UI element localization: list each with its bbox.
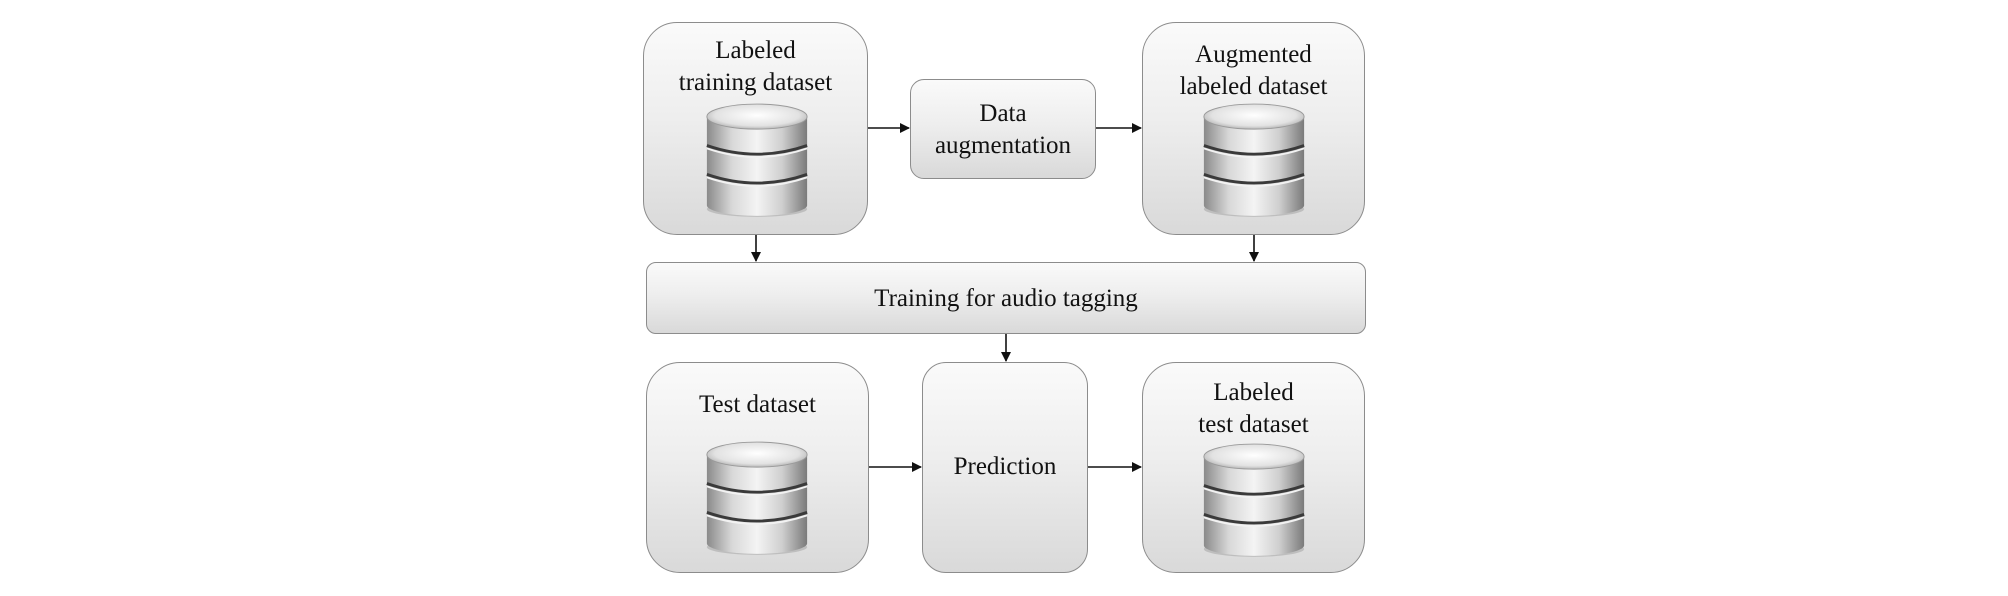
label-line: Data xyxy=(979,100,1027,127)
test-dataset-node: Test dataset xyxy=(646,362,869,573)
training-audio-tagging-node: Training for audio tagging xyxy=(646,262,1366,334)
augmented-labeled-dataset-node: Augmented labeled dataset xyxy=(1142,22,1365,235)
label-line: Test dataset xyxy=(699,391,816,418)
label-line: test dataset xyxy=(1198,411,1309,438)
augmented-labeled-dataset-label: Augmented labeled dataset xyxy=(1143,39,1364,103)
label-line: training dataset xyxy=(678,69,833,96)
labeled-test-dataset-label: Labeled test dataset xyxy=(1143,377,1364,441)
labeled-training-dataset-label: Labeled training dataset xyxy=(644,35,867,99)
label-line: Augmented xyxy=(1195,41,1312,68)
test-dataset-label: Test dataset xyxy=(647,389,868,421)
labeled-test-dataset-node: Labeled test dataset xyxy=(1142,362,1365,573)
label-line: Training for audio tagging xyxy=(874,285,1138,312)
label-line: augmentation xyxy=(934,132,1072,159)
training-audio-tagging-label: Training for audio tagging xyxy=(647,283,1365,315)
data-augmentation-node: Data augmentation xyxy=(910,79,1096,179)
labeled-training-dataset-node: Labeled training dataset xyxy=(643,22,868,235)
prediction-node: Prediction xyxy=(922,362,1088,573)
label-line: Labeled xyxy=(1213,379,1294,406)
label-line: Prediction xyxy=(953,453,1057,480)
label-line: Labeled xyxy=(715,37,796,64)
label-line: labeled dataset xyxy=(1179,73,1328,100)
prediction-label: Prediction xyxy=(923,451,1087,483)
data-augmentation-label: Data augmentation xyxy=(911,98,1095,162)
